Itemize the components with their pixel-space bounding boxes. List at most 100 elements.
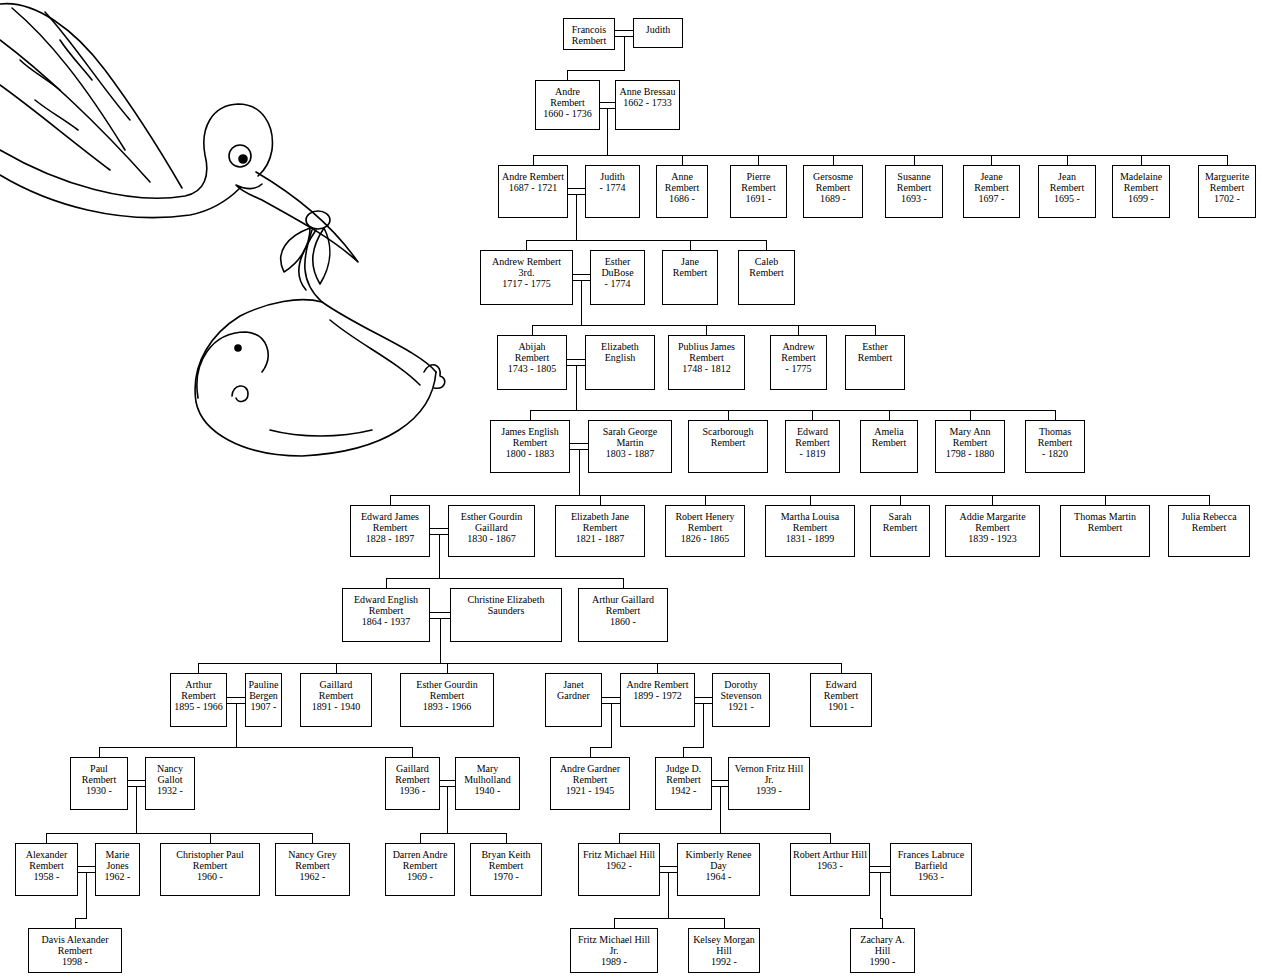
person-name: Fritz Michael Hill Jr. — [573, 934, 655, 956]
person-box: Judge D. Rembert1942 - — [655, 757, 712, 810]
life-dates: - 1819 — [788, 448, 837, 459]
person-box: Anne Rembert1686 - — [656, 165, 708, 218]
person-name: Esther Gourdin Rembert — [403, 679, 491, 701]
life-dates: 1687 - 1721 — [501, 182, 565, 193]
person-name: Robert Arthur Hill — [793, 849, 867, 860]
person-box: Mary Ann Rembert1798 - 1880 — [935, 420, 1005, 473]
connector-stroke — [602, 697, 620, 698]
life-dates: 1998 - — [31, 956, 119, 967]
person-name: Esther Rembert — [848, 341, 902, 363]
person-box: Gaillard Rembert1891 - 1940 — [300, 673, 372, 727]
person-box: Esther Gourdin Gaillard1830 - 1867 — [448, 505, 535, 557]
person-box: Kimberly Renee Day1964 - — [677, 843, 760, 896]
descent-line — [600, 108, 1141, 165]
person-box: Andrew Rembert- 1775 — [770, 335, 827, 390]
person-box: Publius James Rembert1748 - 1812 — [668, 335, 745, 390]
person-box: Janet Gardner — [545, 673, 602, 727]
person-name: Andre Gardner Rembert — [553, 763, 627, 785]
life-dates: 1662 - 1733 — [618, 97, 677, 108]
connector-stroke — [712, 780, 728, 781]
bundle-knot — [306, 211, 330, 229]
marriage-line — [600, 102, 615, 108]
connector-stroke — [573, 274, 590, 275]
person-box: Esther Gourdin Rembert1893 - 1966 — [400, 673, 494, 727]
person-box: Bryan Keith Rembert1970 - — [470, 843, 542, 896]
life-dates: 1717 - 1775 — [483, 278, 570, 289]
connector-stroke — [600, 108, 1141, 165]
person-name: Bryan Keith Rembert — [473, 849, 539, 871]
baby-head — [197, 332, 268, 398]
person-box: Judith- 1774 — [585, 165, 640, 218]
person-name: Sarah Rembert — [873, 511, 927, 533]
person-box: Anne Bressau1662 - 1733 — [615, 80, 680, 130]
person-box: Madelaine Rembert1699 - — [1112, 165, 1170, 218]
person-name: James English Rembert — [493, 426, 567, 448]
person-name: Edward Rembert — [788, 426, 837, 448]
person-box: Edward James Rembert1828 - 1897 — [350, 505, 430, 557]
person-name: Kelsey Morgan Hill — [691, 934, 757, 956]
connector-stroke — [870, 873, 883, 929]
person-name: Janet Gardner — [548, 679, 599, 701]
life-dates: 1839 - 1923 — [948, 533, 1037, 544]
person-box: Andre Rembert1687 - 1721 — [498, 165, 568, 218]
life-dates: 1821 - 1887 — [558, 533, 642, 544]
person-name: Pierre Rembert — [733, 171, 784, 193]
person-name: Thomas Martin Rembert — [1063, 511, 1147, 533]
life-dates: 1831 - 1899 — [768, 533, 852, 544]
life-dates: 1697 - — [966, 193, 1017, 204]
person-name: Judge D. Rembert — [658, 763, 709, 785]
life-dates: 1962 - — [581, 860, 657, 871]
life-dates: 1921 - 1945 — [553, 785, 627, 796]
person-name: Andre Rembert — [623, 679, 692, 690]
life-dates: - 1774 — [593, 278, 642, 289]
person-box: Jeane Rembert1697 - — [963, 165, 1020, 218]
life-dates: 1990 - — [853, 956, 912, 967]
descent-line — [870, 873, 883, 929]
person-name: Abijah Rembert — [500, 341, 564, 363]
person-box: Elizabeth Jane Rembert1821 - 1887 — [555, 505, 645, 557]
person-box: Nancy Gallot1932 - — [145, 757, 195, 810]
person-name: Publius James Rembert — [671, 341, 742, 363]
person-name: Christopher Paul Rembert — [163, 849, 257, 871]
life-dates: 1800 - 1883 — [493, 448, 567, 459]
person-box: Davis Alexander Rembert1998 - — [28, 928, 122, 973]
person-name: Anne Bressau — [618, 86, 677, 97]
wing-feather — [0, 85, 110, 170]
pupil — [239, 155, 247, 163]
person-box: Francois Rembert — [563, 18, 615, 50]
person-box: Dorothy Stevenson1921 - — [712, 673, 770, 727]
person-name: Edward James Rembert — [353, 511, 427, 533]
connector-stroke — [430, 618, 447, 673]
life-dates: 1964 - — [680, 871, 757, 882]
person-box: Esther Rembert — [845, 335, 905, 390]
connector-stroke — [567, 359, 585, 360]
marriage-line — [430, 528, 448, 534]
life-dates: 1660 - 1736 — [538, 108, 597, 119]
person-box: Robert Arthur Hill1963 - — [790, 843, 870, 896]
person-box: Andre Gardner Rembert1921 - 1945 — [550, 757, 630, 810]
person-name: Esther DuBose — [593, 256, 642, 278]
person-box: Fritz Michael Hill1962 - — [578, 843, 660, 896]
person-name: Jean Rembert — [1041, 171, 1093, 193]
person-name: Pauline Bergen — [248, 679, 279, 701]
bundle-sack — [195, 300, 436, 456]
life-dates: 1826 - 1865 — [668, 533, 742, 544]
person-box: Julia Rebecca Rembert — [1168, 505, 1250, 557]
life-dates: 1962 - — [278, 871, 347, 882]
person-name: Jane Rembert — [665, 256, 715, 278]
connector-stroke — [78, 866, 95, 867]
person-box: Marie Jones1962 - — [95, 843, 140, 896]
person-name: Amelia Rembert — [863, 426, 915, 448]
person-box: Robert Henery Rembert1826 - 1865 — [665, 505, 745, 557]
life-dates: 1899 - 1972 — [623, 690, 692, 701]
person-name: Fritz Michael Hill — [581, 849, 657, 860]
person-box: Edward Rembert- 1819 — [785, 420, 840, 473]
person-name: Julia Rebecca Rembert — [1171, 511, 1247, 533]
person-box: Frances Labruce Barfield1963 - — [890, 843, 972, 896]
person-box: Addie Margarite Rembert1839 - 1923 — [945, 505, 1040, 557]
person-box: Fritz Michael Hill Jr.1989 - — [570, 928, 658, 973]
person-name: Caleb Rembert — [741, 256, 792, 278]
neck-line — [0, 175, 240, 218]
marriage-line — [128, 781, 145, 787]
